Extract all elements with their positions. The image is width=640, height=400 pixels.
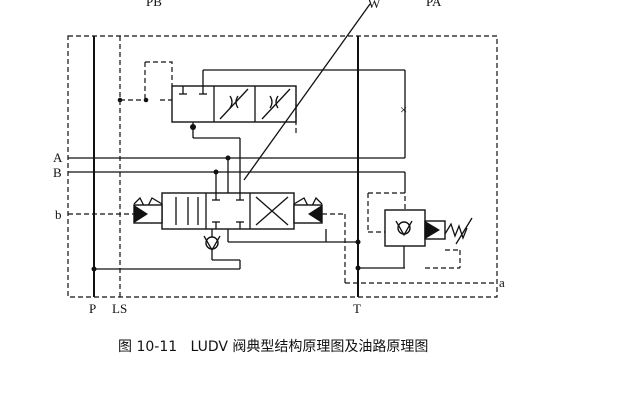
t-line	[326, 36, 405, 297]
label-b-lower: b	[55, 207, 62, 222]
label-w: W	[368, 0, 381, 11]
relief-valve	[367, 192, 473, 269]
label-t: T	[353, 301, 361, 316]
p-line	[91, 36, 241, 297]
label-a-port: A	[53, 150, 63, 165]
w-leader-line	[243, 3, 371, 181]
label-ls: LS	[112, 301, 127, 316]
label-pb: PB	[146, 0, 162, 9]
label-p: P	[89, 301, 96, 316]
figure-caption: 图 10-11 LUDV 阀典型结构原理图及油路原理图	[118, 339, 428, 355]
main-directional-valve	[68, 155, 497, 284]
label-pa: PA	[426, 0, 442, 9]
valve-body-boundary	[67, 35, 498, 298]
a-b-lines	[68, 100, 406, 193]
ls-line	[117, 36, 145, 297]
label-b-port: B	[53, 165, 62, 180]
pressure-compensator-valve: ×	[143, 61, 407, 193]
svg-text:×: ×	[400, 102, 407, 117]
label-a-lower: a	[499, 275, 505, 290]
